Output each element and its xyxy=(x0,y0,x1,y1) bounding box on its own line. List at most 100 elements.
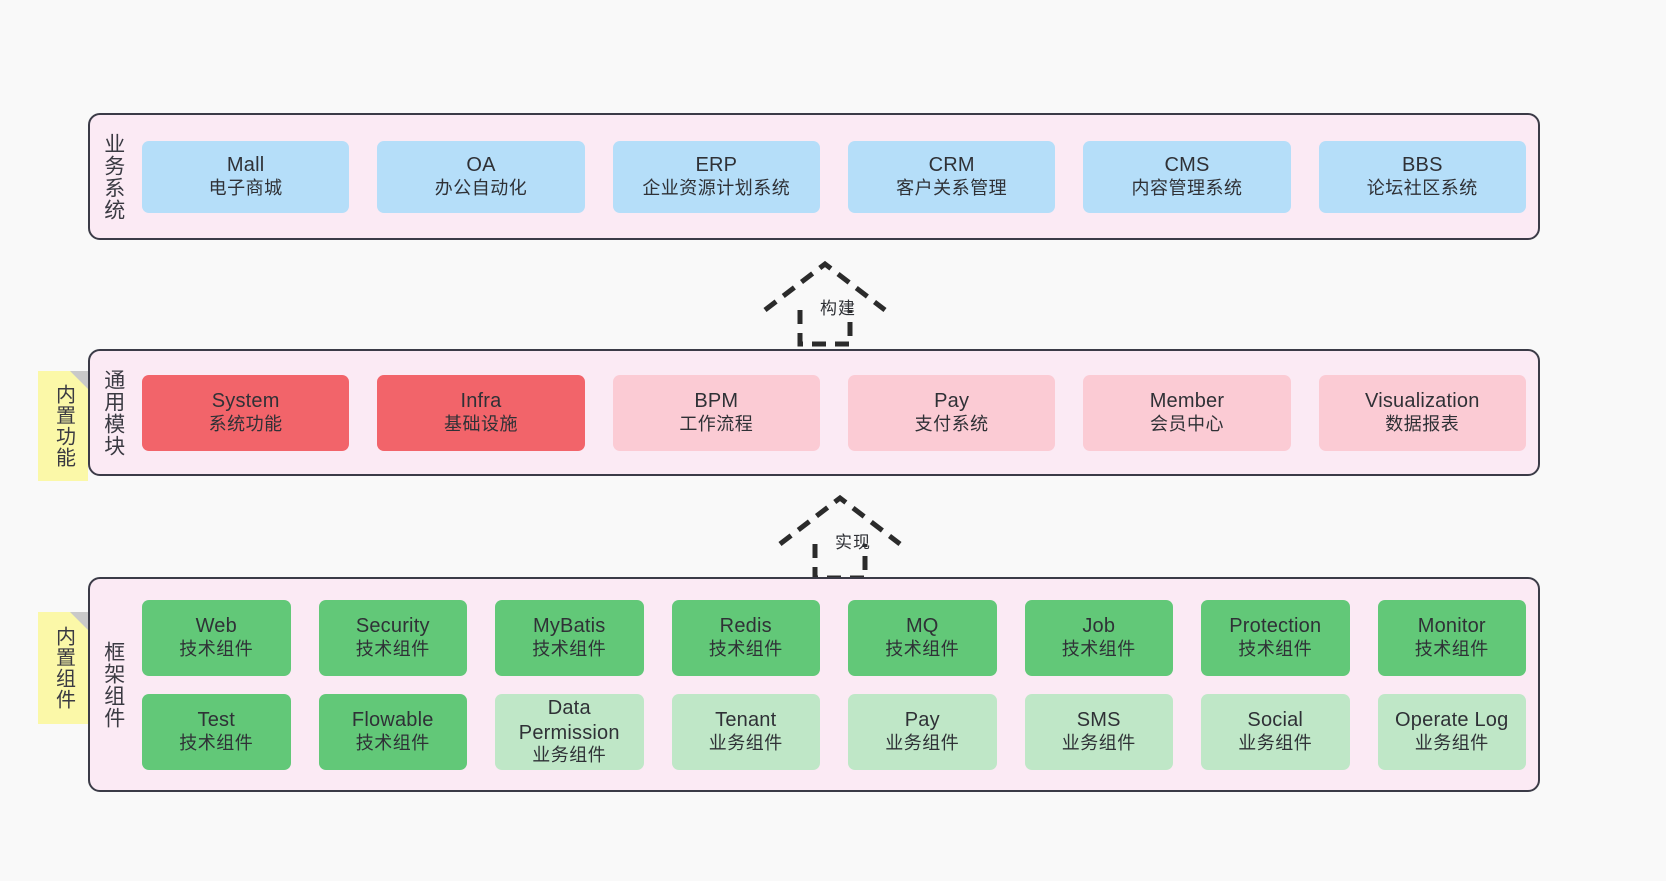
node-system[interactable]: System 系统功能 xyxy=(142,374,350,451)
node-pay-module-cn: 支付系统 xyxy=(914,413,989,434)
connector-implement-label: 实现 xyxy=(835,533,871,552)
node-data-permission-en: Data Permission xyxy=(518,697,620,744)
node-crm-cn: 客户关系管理 xyxy=(896,177,1008,198)
node-mall[interactable]: Mall 电子商城 xyxy=(142,140,350,213)
node-bpm[interactable]: BPM 工作流程 xyxy=(612,374,820,451)
node-erp-cn: 企业资源计划系统 xyxy=(642,177,791,198)
node-social-cn: 业务组件 xyxy=(1238,732,1313,753)
node-redis[interactable]: Redis 技术组件 xyxy=(671,599,820,676)
node-redis-en: Redis xyxy=(719,615,772,638)
node-member-en: Member xyxy=(1149,390,1225,413)
node-erp[interactable]: ERP 企业资源计划系统 xyxy=(612,140,820,213)
node-sms[interactable]: SMS 业务组件 xyxy=(1024,693,1173,770)
node-web-en: Web xyxy=(195,615,237,638)
node-job-cn: 技术组件 xyxy=(1061,638,1136,659)
node-visualization-en: Visualization xyxy=(1365,390,1480,413)
layer-framework-component-body: Web 技术组件 Security 技术组件 MyBatis 技术组件 Redi… xyxy=(136,579,1538,790)
note-fold-corner-icon xyxy=(70,612,88,630)
node-mq-en: MQ xyxy=(905,615,939,638)
node-data-permission-cn: 业务组件 xyxy=(532,744,607,765)
node-monitor-cn: 技术组件 xyxy=(1414,638,1489,659)
node-mq[interactable]: MQ 技术组件 xyxy=(848,599,997,676)
framework-tech-row: Web 技术组件 Security 技术组件 MyBatis 技术组件 Redi… xyxy=(142,599,1526,676)
node-web-cn: 技术组件 xyxy=(179,638,254,659)
node-bbs[interactable]: BBS 论坛社区系统 xyxy=(1318,140,1526,213)
node-oa[interactable]: OA 办公自动化 xyxy=(377,140,585,213)
layer-common-module: 通用模块 System 系统功能 Infra 基础设施 BPM 工作流程 Pay… xyxy=(88,349,1540,476)
node-flowable-cn: 技术组件 xyxy=(355,732,430,753)
node-crm[interactable]: CRM 客户关系管理 xyxy=(847,140,1056,213)
node-test-en: Test xyxy=(197,709,235,732)
common-module-row: System 系统功能 Infra 基础设施 BPM 工作流程 Pay 支付系统… xyxy=(142,374,1526,451)
node-mq-cn: 技术组件 xyxy=(885,638,960,659)
node-mall-cn: 电子商城 xyxy=(208,177,283,198)
node-operate-log-cn: 业务组件 xyxy=(1414,732,1489,753)
node-flowable[interactable]: Flowable 技术组件 xyxy=(318,693,467,770)
note-built-in-component-label: 内置组件 xyxy=(52,626,75,710)
node-data-permission[interactable]: Data Permission 业务组件 xyxy=(495,693,644,770)
node-member[interactable]: Member 会员中心 xyxy=(1083,374,1291,451)
node-infra-en: Infra xyxy=(460,390,502,413)
node-bpm-en: BPM xyxy=(694,390,739,413)
node-oa-en: OA xyxy=(466,154,496,177)
node-tenant-en: Tenant xyxy=(715,709,777,732)
node-social-en: Social xyxy=(1247,709,1304,732)
node-visualization-cn: 数据报表 xyxy=(1385,413,1460,434)
layer-common-module-title: 通用模块 xyxy=(101,368,125,457)
node-infra[interactable]: Infra 基础设施 xyxy=(377,374,585,451)
node-system-en: System xyxy=(211,390,280,413)
node-pay-component-cn: 业务组件 xyxy=(885,732,960,753)
node-protection-en: Protection xyxy=(1229,615,1322,638)
node-monitor[interactable]: Monitor 技术组件 xyxy=(1377,599,1526,676)
node-web[interactable]: Web 技术组件 xyxy=(142,599,291,676)
node-member-cn: 会员中心 xyxy=(1149,413,1224,434)
node-mybatis[interactable]: MyBatis 技术组件 xyxy=(495,599,644,676)
note-built-in-feature-label: 内置功能 xyxy=(52,384,75,468)
node-protection[interactable]: Protection 技术组件 xyxy=(1201,599,1350,676)
node-cms-en: CMS xyxy=(1164,154,1210,177)
node-visualization[interactable]: Visualization 数据报表 xyxy=(1318,374,1526,451)
connector-build-label: 构建 xyxy=(820,299,856,318)
note-fold-corner-icon xyxy=(70,371,88,389)
node-bpm-cn: 工作流程 xyxy=(679,413,754,434)
node-mybatis-en: MyBatis xyxy=(532,615,606,638)
node-operate-log[interactable]: Operate Log 业务组件 xyxy=(1377,693,1526,770)
node-bbs-cn: 论坛社区系统 xyxy=(1366,177,1478,198)
node-job-en: Job xyxy=(1082,615,1116,638)
node-system-cn: 系统功能 xyxy=(208,413,283,434)
node-oa-cn: 办公自动化 xyxy=(434,177,528,198)
node-pay-component-en: Pay xyxy=(904,709,940,732)
node-security-cn: 技术组件 xyxy=(355,638,430,659)
node-tenant[interactable]: Tenant 业务组件 xyxy=(671,693,820,770)
layer-framework-component-title: 框架组件 xyxy=(101,640,125,729)
node-social[interactable]: Social 业务组件 xyxy=(1201,693,1350,770)
node-bbs-en: BBS xyxy=(1401,154,1443,177)
node-redis-cn: 技术组件 xyxy=(708,638,783,659)
node-job[interactable]: Job 技术组件 xyxy=(1024,599,1173,676)
node-mall-en: Mall xyxy=(226,154,265,177)
node-operate-log-en: Operate Log xyxy=(1395,709,1509,732)
layer-business-system-body: Mall 电子商城 OA 办公自动化 ERP 企业资源计划系统 CRM 客户关系… xyxy=(136,115,1538,238)
layer-common-module-body: System 系统功能 Infra 基础设施 BPM 工作流程 Pay 支付系统… xyxy=(136,351,1538,474)
node-tenant-cn: 业务组件 xyxy=(708,732,783,753)
node-crm-en: CRM xyxy=(928,154,975,177)
node-test-cn: 技术组件 xyxy=(179,732,254,753)
node-security-en: Security xyxy=(355,615,430,638)
node-pay-module[interactable]: Pay 支付系统 xyxy=(847,374,1056,451)
node-security[interactable]: Security 技术组件 xyxy=(318,599,467,676)
node-test[interactable]: Test 技术组件 xyxy=(142,693,291,770)
node-sms-cn: 业务组件 xyxy=(1061,732,1136,753)
node-sms-en: SMS xyxy=(1076,709,1121,732)
node-flowable-en: Flowable xyxy=(351,709,434,732)
layer-business-system-title: 业务系统 xyxy=(101,132,125,221)
node-cms-cn: 内容管理系统 xyxy=(1131,177,1243,198)
node-mybatis-cn: 技术组件 xyxy=(532,638,607,659)
business-system-row: Mall 电子商城 OA 办公自动化 ERP 企业资源计划系统 CRM 客户关系… xyxy=(142,140,1526,213)
node-pay-component[interactable]: Pay 业务组件 xyxy=(848,693,997,770)
node-protection-cn: 技术组件 xyxy=(1238,638,1313,659)
note-built-in-component: 内置组件 xyxy=(38,612,88,724)
node-infra-cn: 基础设施 xyxy=(443,413,518,434)
framework-business-row: Test 技术组件 Flowable 技术组件 Data Permission … xyxy=(142,693,1526,770)
node-cms[interactable]: CMS 内容管理系统 xyxy=(1083,140,1291,213)
